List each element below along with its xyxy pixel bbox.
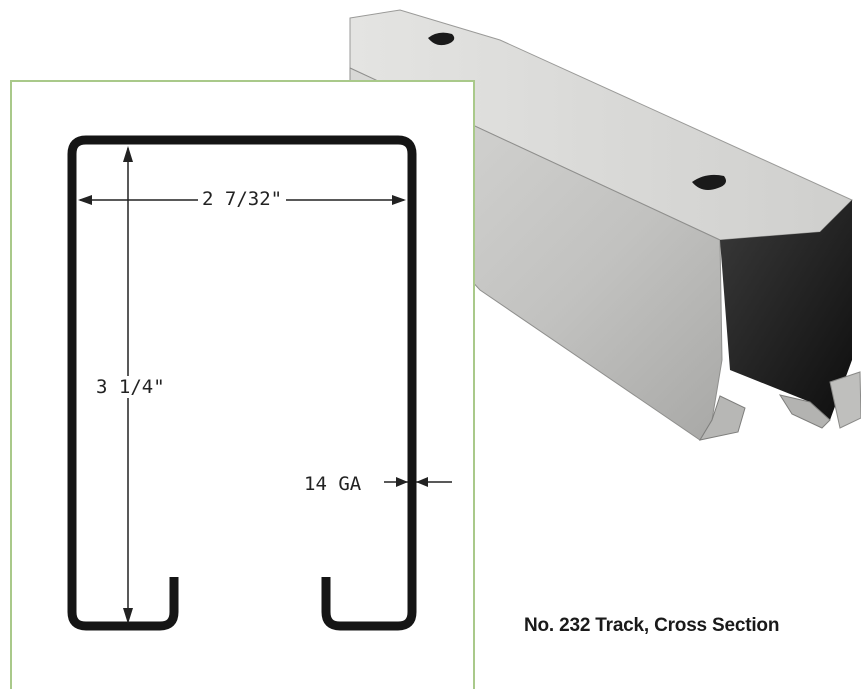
width-arrow-right: [392, 195, 406, 205]
track-open-end: [720, 200, 852, 420]
width-dimension-label: 2 7/32": [198, 188, 287, 210]
track-slot-2: [692, 174, 726, 190]
track-bottom-lip-left: [698, 395, 746, 441]
gauge-arrow-right: [416, 477, 428, 487]
track-end-lip-right: [829, 371, 861, 429]
gauge-arrow-left: [396, 477, 408, 487]
track-bottom-lip-right: [778, 394, 831, 429]
figure-caption: No. 232 Track, Cross Section: [524, 615, 780, 636]
cross-section-panel: 2 7/32" 3 1/4" 14 GA: [10, 80, 475, 689]
gauge-dimension-label: 14 GA: [300, 473, 366, 495]
width-arrow-left: [78, 195, 92, 205]
track-slot-1: [428, 32, 455, 46]
height-arrow-bottom: [123, 608, 133, 624]
channel-profile: [67, 135, 417, 631]
cross-section-drawing: [67, 135, 452, 631]
height-dimension-label: 3 1/4": [92, 376, 169, 398]
height-arrow-top: [123, 146, 133, 162]
